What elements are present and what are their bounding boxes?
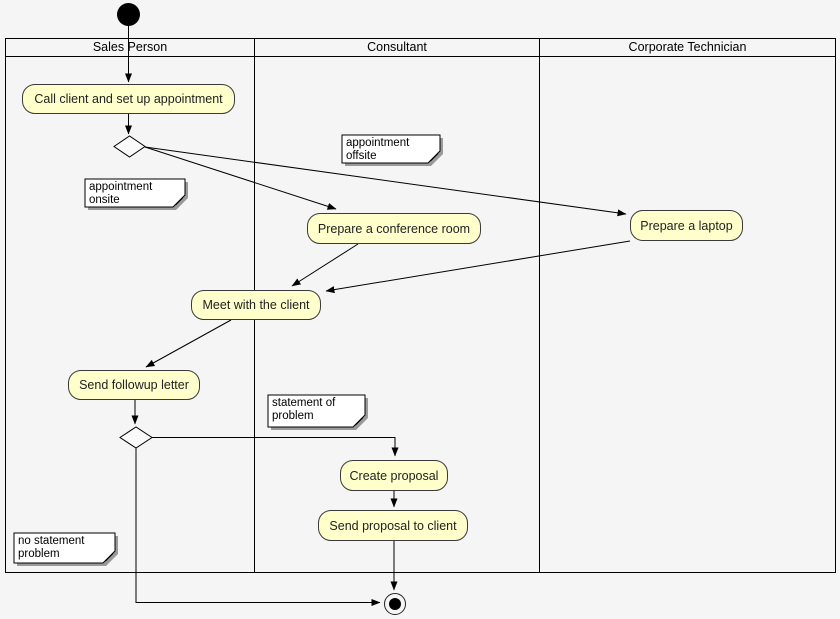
edge-decision1-to-conference (144, 146, 337, 210)
activity-create-proposal: Create proposal (340, 460, 448, 491)
decision-appointment-type (113, 135, 146, 158)
edge-conference-to-meet (291, 243, 359, 287)
edge-laptop-to-meet (325, 240, 631, 294)
activity-send-followup-letter: Send followup letter (68, 370, 200, 400)
note-statement-of-problem (267, 394, 366, 428)
note-shapes (13, 134, 441, 564)
activity-prepare-conference-room: Prepare a conference room (307, 213, 481, 244)
activity-call-client: Call client and set up appointment (22, 84, 235, 114)
decision-statement-exists (119, 426, 153, 449)
final-node-dot (389, 598, 401, 610)
swimlane-frame (5, 38, 836, 573)
note-text-appointment-offsite: appointment offsite (346, 137, 410, 162)
final-node (384, 593, 406, 615)
initial-node (117, 3, 140, 26)
note-text-no-statement-problem: no statement problem (18, 535, 85, 560)
note-text-statement-of-problem: statement of problem (272, 397, 336, 422)
lane-header-consultant: Consultant (367, 40, 427, 54)
activity-meet-client: Meet with the client (191, 290, 321, 320)
edge-decision2-to-final (135, 448, 381, 606)
flow-arrows (125, 25, 631, 606)
activity-send-proposal-to-client: Send proposal to client (318, 510, 468, 541)
edge-decision1-to-laptop (144, 146, 627, 217)
lane-header-sales-person: Sales Person (92, 40, 168, 54)
note-text-appointment-onsite: appointment onsite (89, 181, 153, 206)
lane-header-corporate-technician: Corporate Technician (628, 40, 747, 54)
note-no-statement-problem (13, 532, 116, 564)
edge-meet-to-followup (145, 319, 232, 368)
activity-prepare-laptop: Prepare a laptop (630, 210, 743, 241)
edge-decision2-to-create (152, 437, 399, 457)
note-shadows (17, 138, 443, 566)
note-appointment-onsite (84, 178, 186, 208)
note-appointment-offsite (341, 134, 441, 164)
